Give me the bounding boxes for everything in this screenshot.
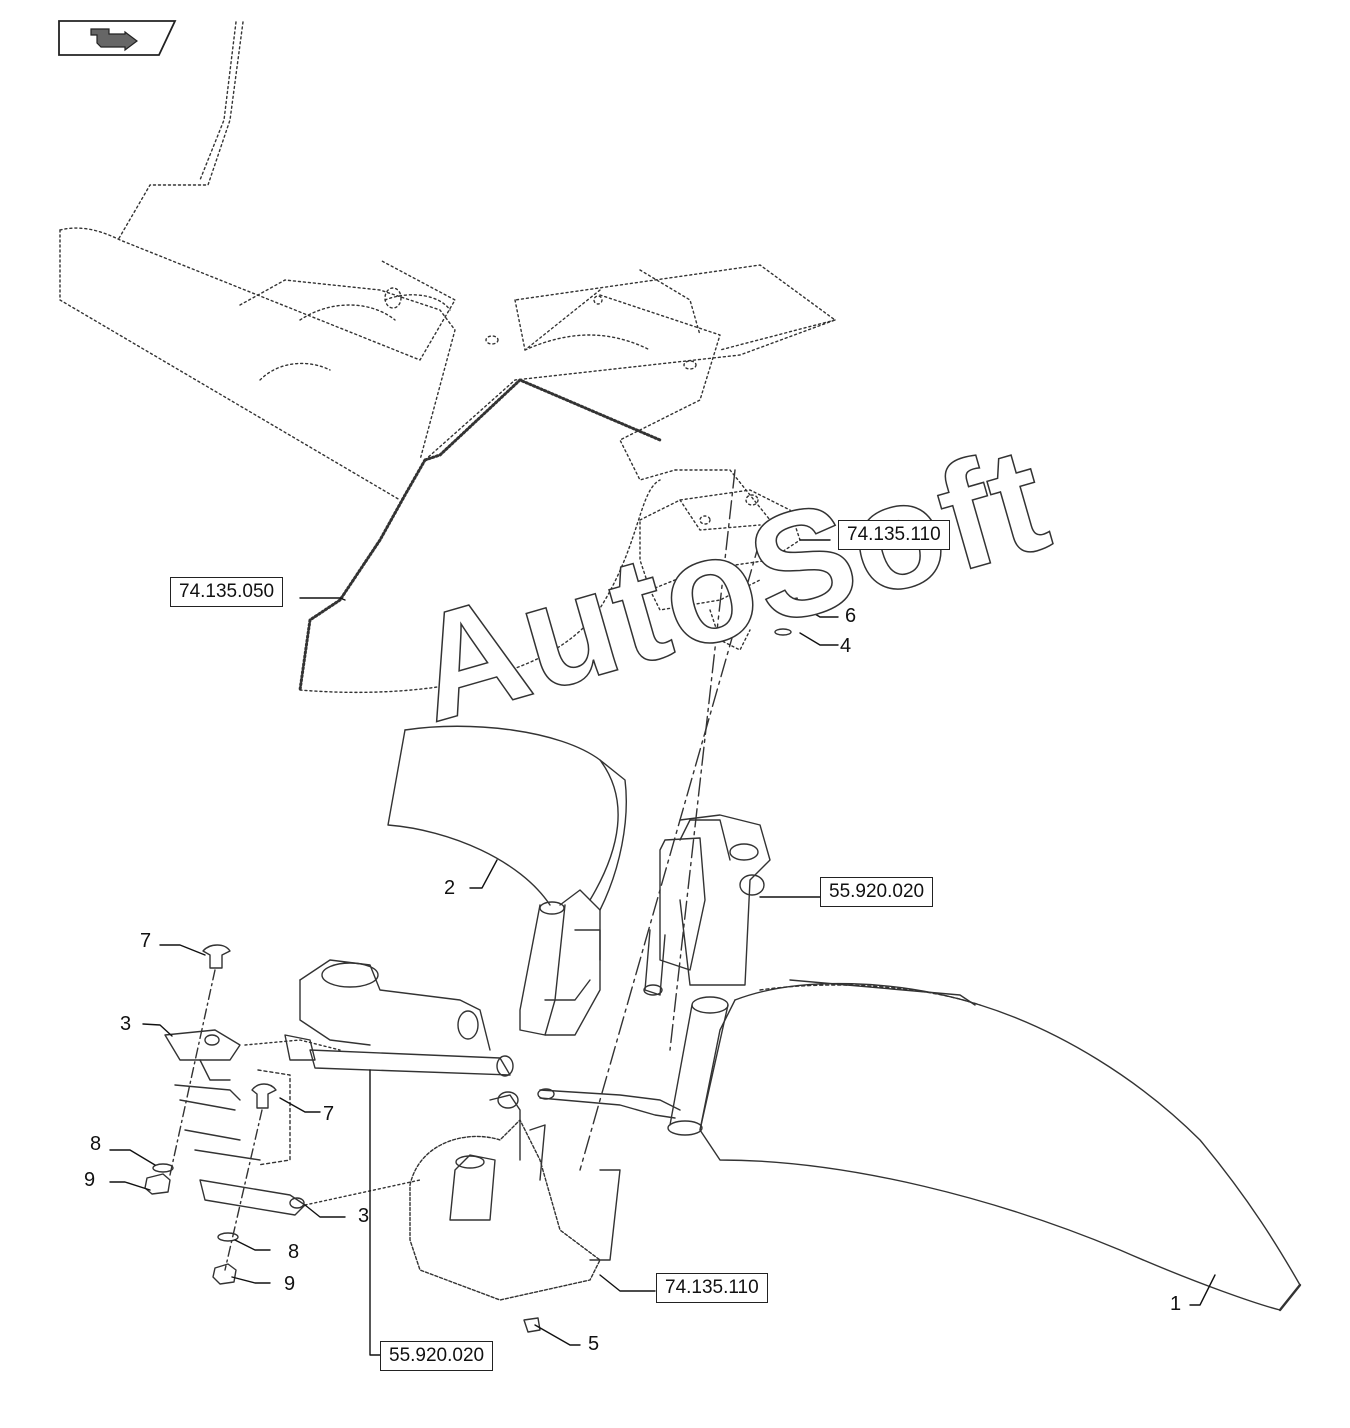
- callout-9-upper: 9: [84, 1169, 96, 1191]
- callout-2: 2: [444, 877, 456, 899]
- part-1-boom: [699, 979, 1302, 1312]
- leader-lines: [109, 539, 1216, 1356]
- frame-upper-outline: [59, 21, 836, 531]
- ref-link-55-920-020-lower[interactable]: 55.920.020: [380, 1341, 494, 1371]
- frame-panel-edge: [298, 378, 662, 692]
- lower-mount-bracket: [409, 1091, 621, 1301]
- link-plates: [164, 1029, 421, 1216]
- ref-link-74-135-110-lower[interactable]: 74.135.110: [656, 1273, 768, 1303]
- callout-6: 6: [845, 605, 857, 627]
- hydraulic-cylinder-upper: [643, 814, 771, 996]
- linkage-rod: [537, 1088, 681, 1119]
- callout-3-lower: 3: [358, 1205, 370, 1227]
- axis-line-2: [669, 469, 736, 1051]
- ref-link-74-135-110-upper[interactable]: 74.135.110: [838, 520, 950, 550]
- pivot-post: [667, 996, 729, 1136]
- arrow-back-icon: [58, 20, 177, 56]
- back-navigation-button[interactable]: [57, 19, 177, 57]
- ref-link-55-920-020-upper[interactable]: 55.920.020: [820, 877, 934, 907]
- callout-8-upper: 8: [90, 1133, 102, 1155]
- fasteners: [144, 597, 801, 1333]
- callout-7-lower: 7: [323, 1103, 335, 1125]
- callout-7-upper: 7: [140, 930, 152, 952]
- callout-1: 1: [1170, 1293, 1182, 1315]
- upper-mount-bracket: [639, 489, 801, 651]
- callout-8-lower: 8: [288, 1241, 300, 1263]
- part-2-arm: [387, 725, 627, 1036]
- center-axis-line: [579, 539, 761, 1171]
- callout-4: 4: [840, 635, 852, 657]
- frame-panel-outline: [299, 479, 661, 694]
- callout-3-upper: 3: [120, 1013, 132, 1035]
- ref-link-74-135-050[interactable]: 74.135.050: [170, 577, 284, 607]
- hydraulic-cylinder-lower: [284, 959, 514, 1077]
- callout-9-lower: 9: [284, 1273, 296, 1295]
- callout-5: 5: [588, 1333, 600, 1355]
